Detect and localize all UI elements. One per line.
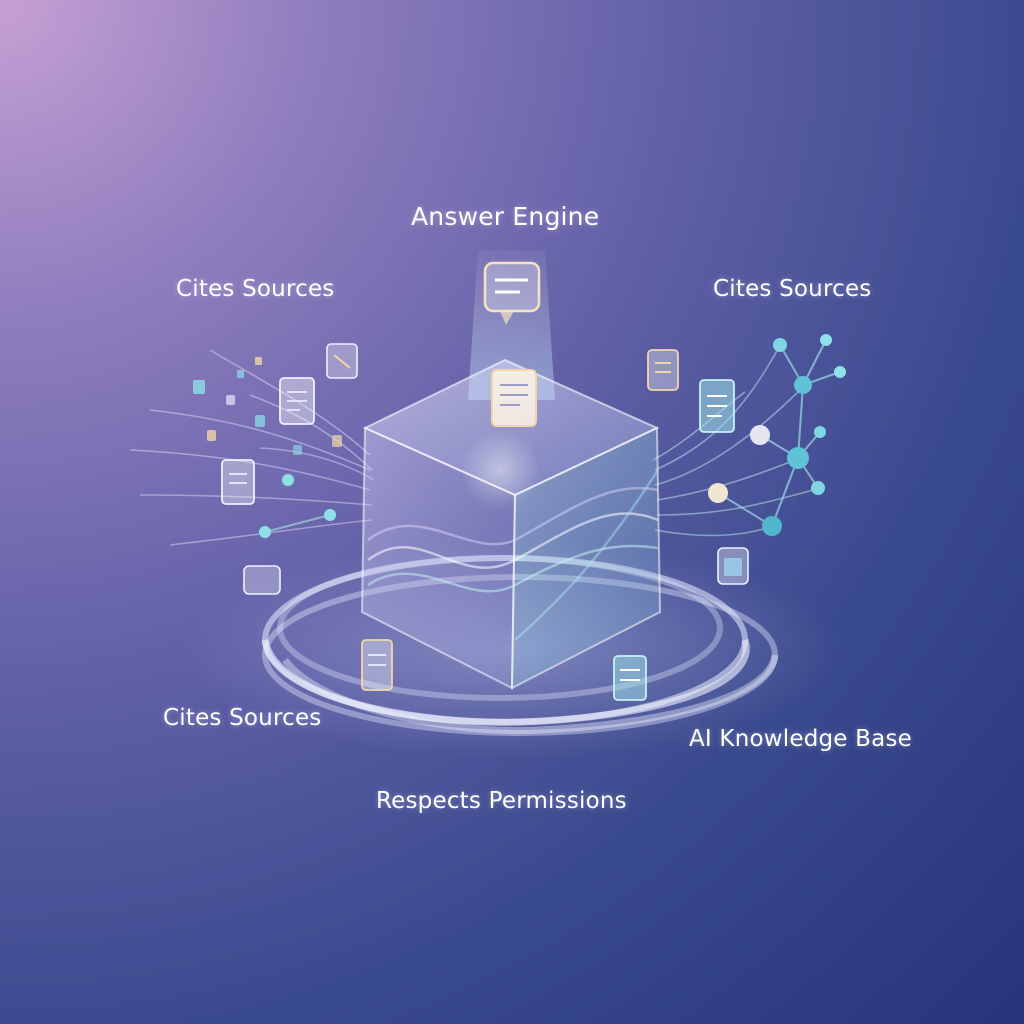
document-icon	[221, 459, 255, 505]
network-node-icon	[708, 483, 728, 503]
document-icon	[699, 379, 735, 433]
label-answer-engine: Answer Engine	[411, 202, 600, 231]
document-icon	[243, 565, 281, 595]
chat-bubble-icon	[483, 261, 541, 325]
light-beam	[468, 250, 555, 400]
network-node-icon	[814, 426, 826, 438]
document-icon	[491, 369, 537, 427]
left-data-streams	[129, 349, 375, 546]
label-ai-knowledge-base: AI Knowledge Base	[689, 726, 912, 752]
network-node-icon	[750, 425, 770, 445]
network-graph	[708, 334, 846, 536]
network-node-icon	[834, 366, 846, 378]
label-cites-sources-lower-left: Cites Sources	[163, 705, 322, 731]
label-cites-sources-upper-left: Cites Sources	[176, 276, 335, 302]
document-icon	[613, 655, 647, 701]
knowledge-cube	[360, 358, 662, 690]
data-particles	[193, 357, 342, 455]
network-node-icon	[794, 376, 812, 394]
network-node-icon	[762, 516, 782, 536]
network-node-icon	[820, 334, 832, 346]
label-cites-sources-upper-right: Cites Sources	[713, 276, 872, 302]
folder-icon	[717, 547, 749, 585]
network-node-icon	[787, 447, 809, 469]
label-respects-permissions: Respects Permissions	[376, 788, 627, 814]
network-node-icon	[811, 481, 825, 495]
document-icon	[326, 343, 358, 379]
document-icon	[279, 377, 315, 425]
network-node-icon	[773, 338, 787, 352]
document-icon	[647, 349, 679, 391]
document-icon	[361, 639, 393, 691]
orbit-rings-front	[261, 639, 779, 735]
left-nodes	[259, 474, 336, 538]
